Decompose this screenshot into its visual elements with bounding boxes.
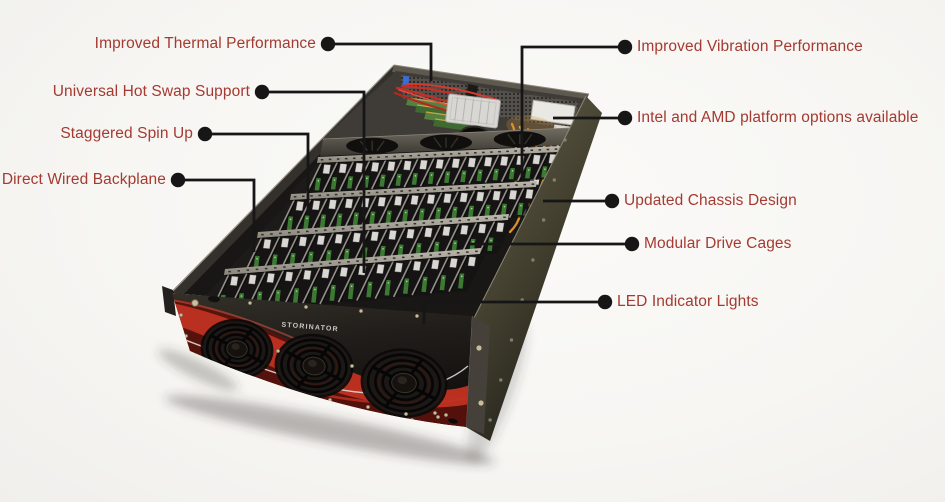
thumb-screw [191, 299, 199, 307]
chassis [172, 64, 602, 441]
callout-label-led-indicator-lights: LED Indicator Lights [617, 293, 759, 310]
callout-label-universal-hot-swap-support: Universal Hot Swap Support [52, 83, 250, 100]
callout-label-updated-chassis-design: Updated Chassis Design [624, 192, 797, 209]
callout-label-improved-vibration-performance: Improved Vibration Performance [637, 38, 863, 55]
drive-rows [187, 146, 564, 316]
right-mount-bracket [466, 316, 490, 434]
handle-notch [448, 418, 458, 424]
right-side-wall [466, 95, 602, 441]
callout-label-improved-thermal-performance: Improved Thermal Performance [94, 35, 316, 52]
callout-label-modular-drive-cages: Modular Drive Cages [644, 235, 792, 252]
panel-screws [178, 300, 449, 423]
callout-label-staggered-spin-up: Staggered Spin Up [60, 125, 193, 142]
mid-fan-cutouts [346, 131, 546, 154]
handle-notch [208, 295, 220, 303]
chassis-front-panel: STORINATOR [162, 286, 490, 434]
callout-label-direct-wired-backplane: Direct Wired Backplane [1, 171, 166, 188]
cpu-heatsink [445, 93, 501, 129]
callout-label-intel-amd-platform-options: Intel and AMD platform options available [637, 109, 919, 126]
storinator-logo: STORINATOR [281, 322, 339, 334]
bracket-screw [476, 345, 482, 351]
callout-connectors [170, 36, 640, 324]
bracket-screw [478, 400, 484, 406]
usb-port [402, 75, 410, 86]
